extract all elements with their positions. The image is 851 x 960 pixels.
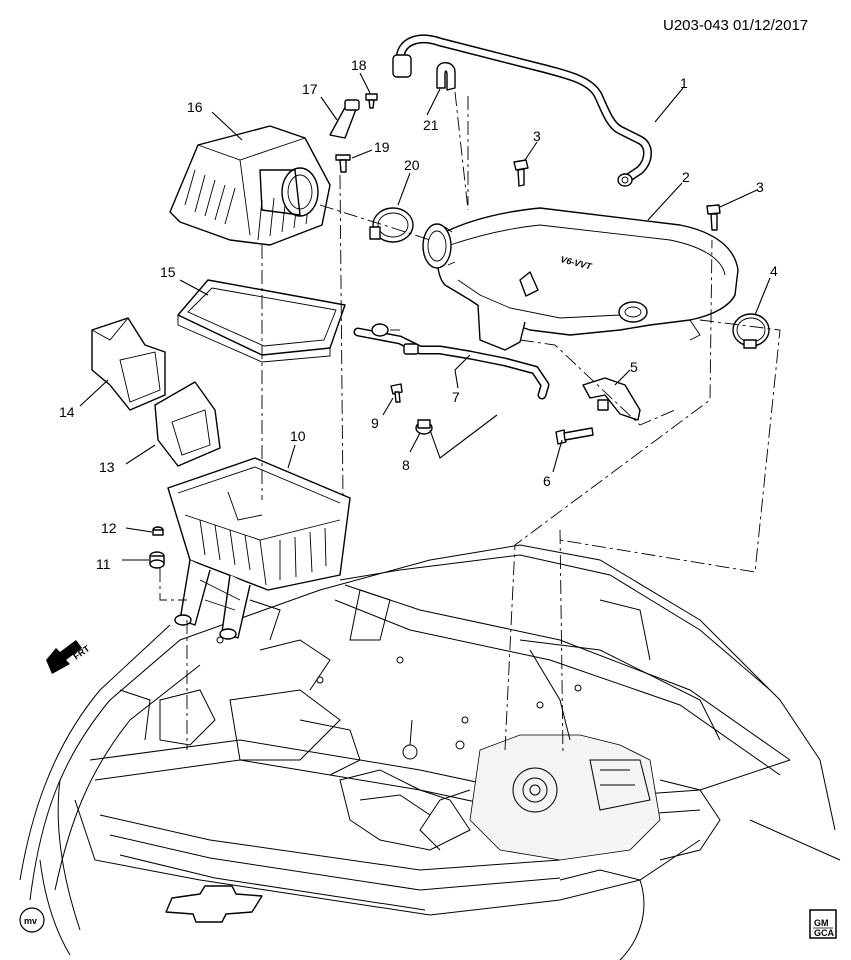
- part-inlet-duct: [91, 317, 166, 411]
- vehicle-front-end: [19, 544, 841, 960]
- callout-4: 4: [770, 263, 778, 279]
- part-air-filter-element: [177, 279, 346, 363]
- part-air-cleaner-housing: [167, 457, 351, 640]
- callout-7: 7: [452, 389, 460, 405]
- part-grommet-8: [415, 419, 433, 435]
- part-insulator-11: [149, 551, 165, 569]
- callout-20: 20: [404, 157, 420, 173]
- callout-21: 21: [423, 117, 439, 133]
- part-bolt-bracket: [555, 427, 594, 445]
- part-bolt-right: [706, 204, 721, 231]
- part-air-cleaner-cover: [169, 125, 331, 246]
- callout-3-right: 3: [756, 179, 764, 195]
- callout-5: 5: [630, 359, 638, 375]
- callout-8: 8: [402, 457, 410, 473]
- part-mass-airflow-sensor: [329, 99, 360, 139]
- callout-2: 2: [682, 169, 690, 185]
- part-inlet-clamp: [369, 207, 414, 243]
- gm-logo-text: GM: [814, 918, 829, 928]
- callout-6: 6: [543, 473, 551, 489]
- callout-1: 1: [680, 75, 688, 91]
- callout-19: 19: [374, 139, 390, 155]
- part-breather-hose: [392, 34, 652, 187]
- part-sensor-screw: [365, 93, 378, 109]
- callout-leaders: [79, 72, 771, 561]
- part-bolt-upper: [513, 159, 529, 187]
- callout-3-upper: 3: [533, 128, 541, 144]
- callout-11: 11: [96, 556, 111, 572]
- alignment-lines: [159, 91, 781, 756]
- part-inlet-resonator: [154, 381, 221, 467]
- callout-9: 9: [371, 415, 379, 431]
- gm-logo: GM GCA: [809, 909, 837, 939]
- callout-15: 15: [160, 264, 176, 280]
- mv-logo: mv: [19, 907, 45, 933]
- callout-14: 14: [59, 404, 75, 420]
- callout-17: 17: [302, 81, 318, 97]
- callout-10: 10: [290, 428, 306, 444]
- part-hose-clamp: [436, 62, 456, 91]
- gm-logo-subtext: GCA: [814, 928, 835, 938]
- callout-13: 13: [99, 459, 115, 475]
- part-bolt-9: [390, 383, 403, 403]
- mv-logo-text: mv: [24, 916, 37, 926]
- part-air-cleaner-outlet-duct: V6-VVT: [422, 207, 739, 351]
- callout-18: 18: [351, 57, 367, 73]
- drawing-code: U203-043 01/12/2017: [663, 17, 808, 34]
- part-bracket: [582, 377, 641, 421]
- part-cover-bolt: [335, 154, 351, 173]
- part-grommet-12: [152, 526, 164, 536]
- callout-12: 12: [101, 520, 117, 536]
- callout-16: 16: [187, 99, 203, 115]
- front-direction-arrow: FRT: [46, 640, 92, 674]
- part-outlet-clamp: [732, 313, 770, 349]
- callout-numbers: 1 2 3 3 4 5 6 7 8 9 10 11 12 13 14 15 16…: [59, 57, 778, 572]
